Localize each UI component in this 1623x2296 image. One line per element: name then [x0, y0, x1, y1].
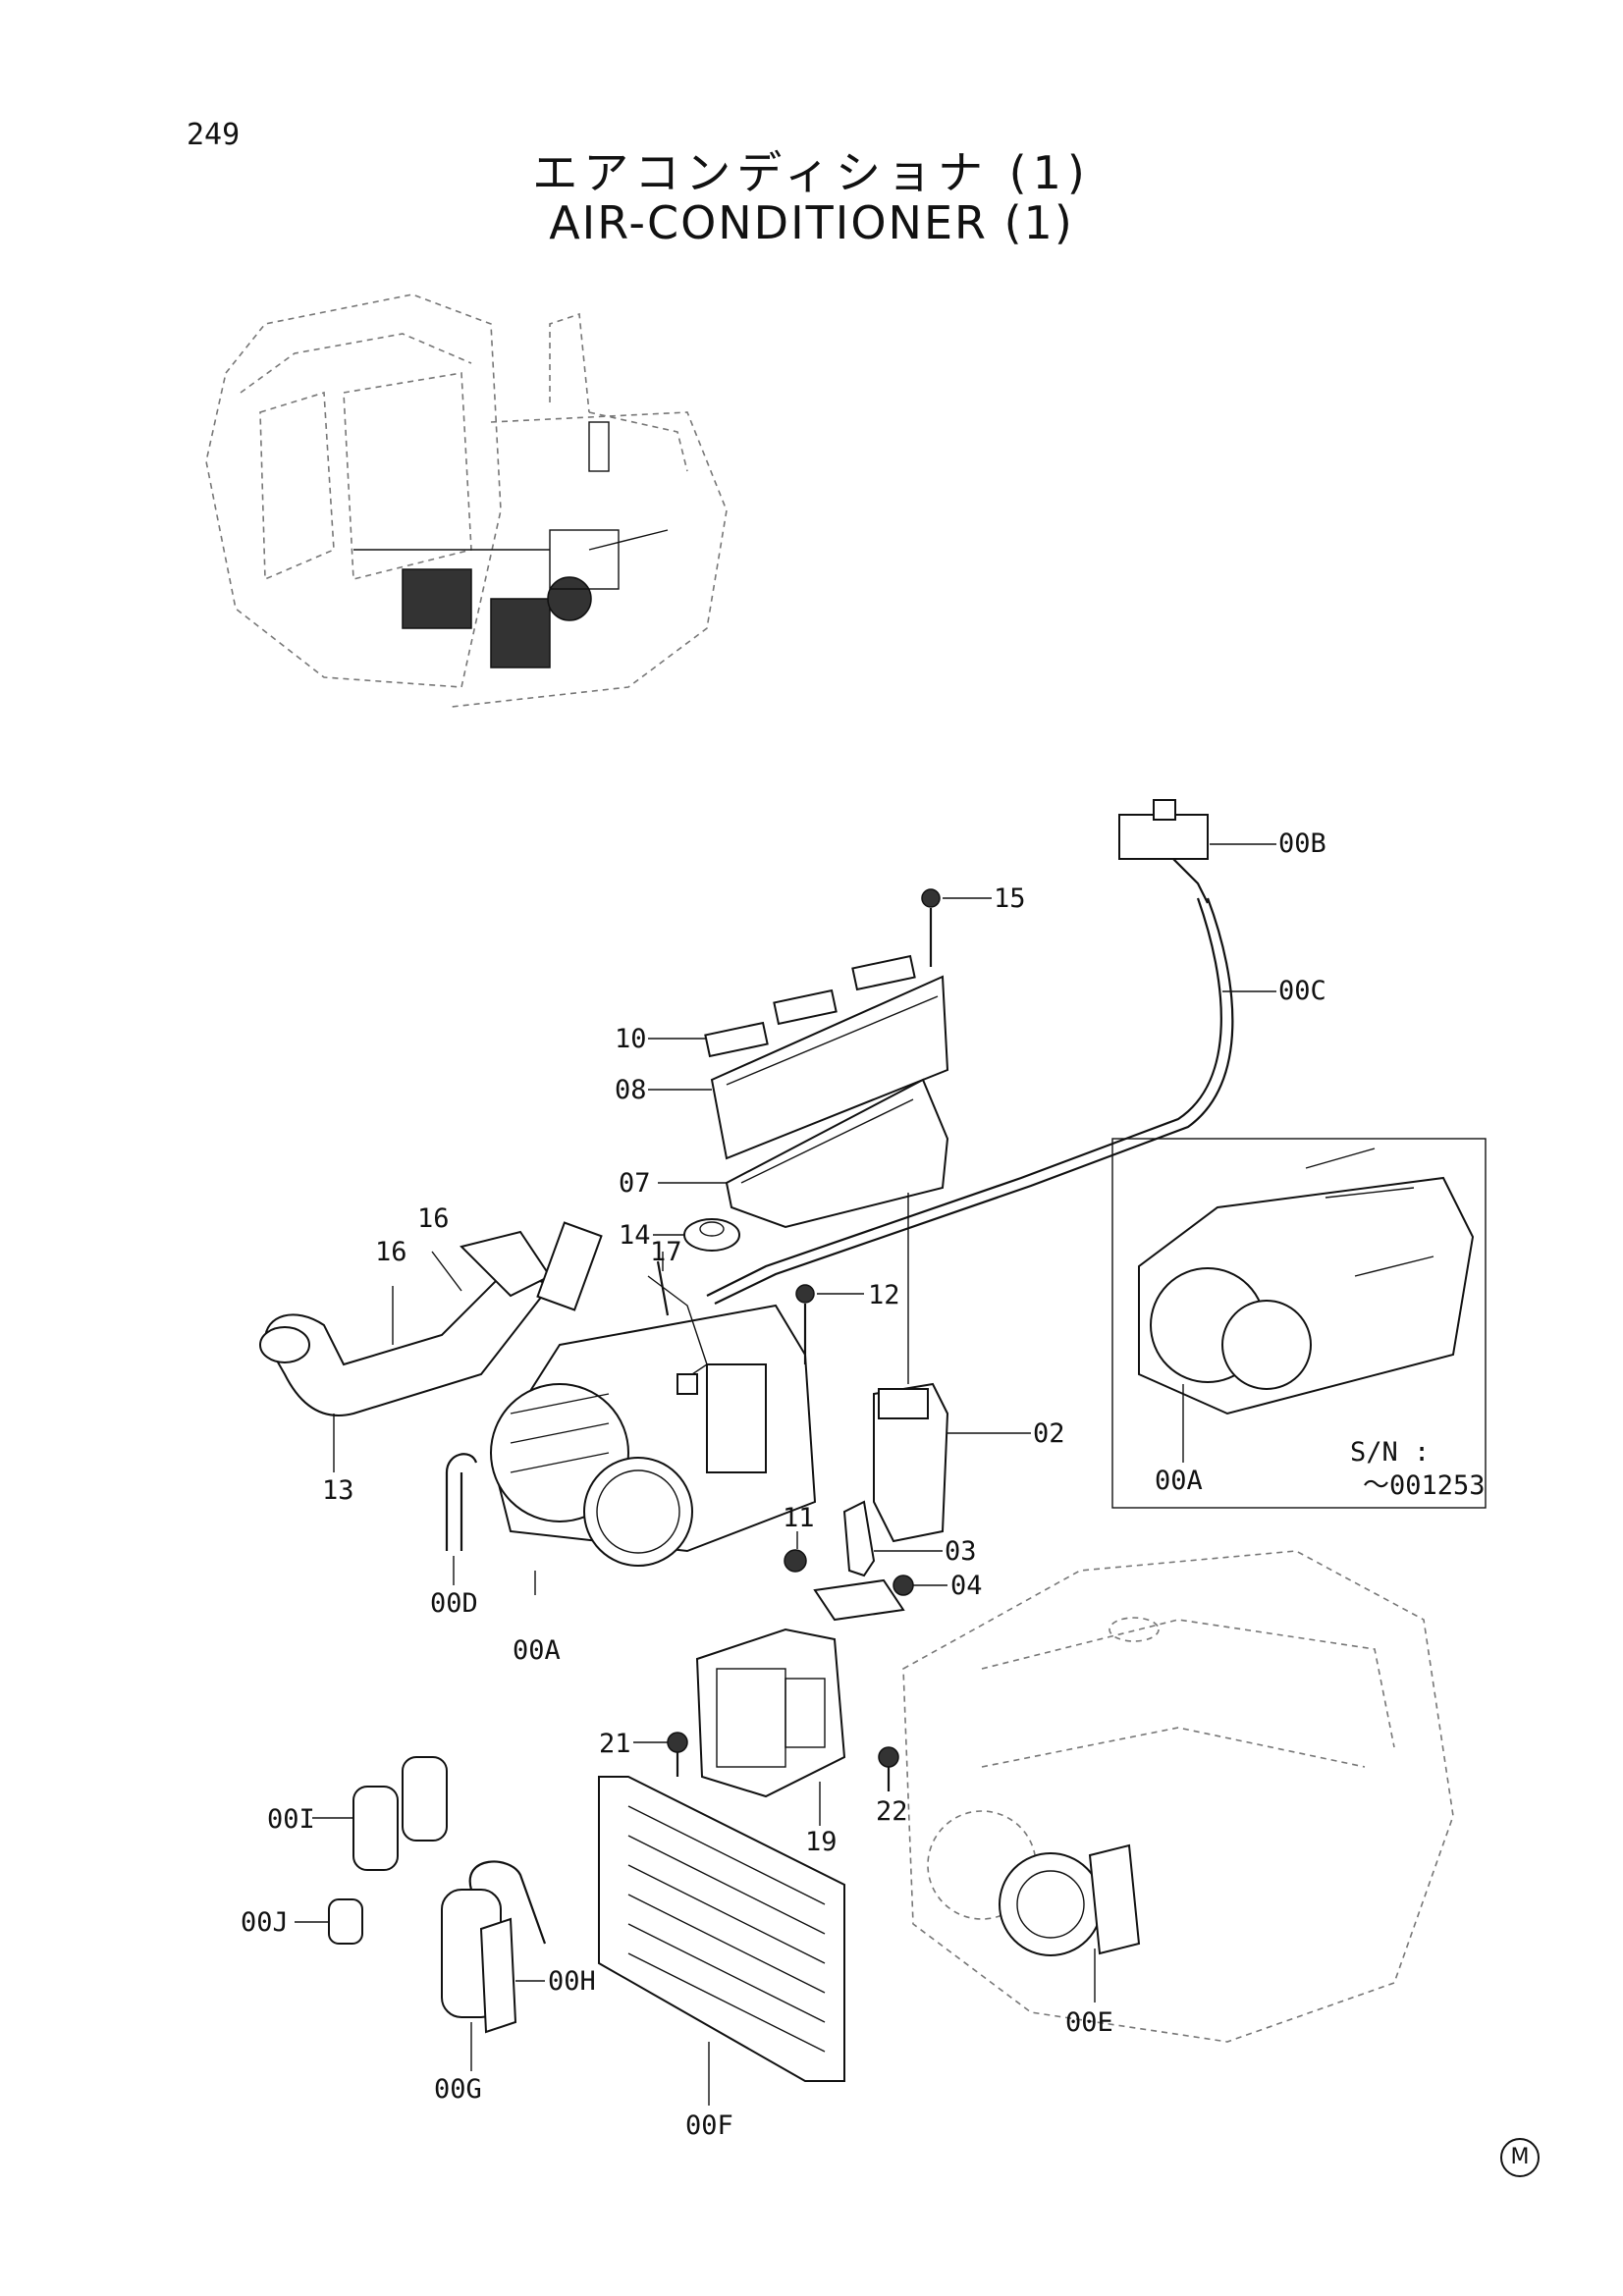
callout-00G: 00G: [434, 2074, 482, 2105]
panel-07: [658, 1078, 949, 1229]
callout-00D: 00D: [430, 1588, 478, 1619]
duct-02: [873, 1193, 1031, 1543]
screw-12: [795, 1284, 864, 1364]
receiver-19: [695, 1628, 846, 1826]
callout-19: 19: [805, 1827, 838, 1857]
callout-11: 11: [783, 1503, 815, 1533]
callout-07: 07: [619, 1168, 651, 1199]
callout-00A-inset: 00A: [1155, 1466, 1203, 1496]
page-number: 249: [187, 118, 241, 152]
screw-21: [633, 1732, 688, 1777]
callout-00B: 00B: [1278, 828, 1326, 859]
condenser-00F: [598, 1776, 845, 2106]
serial-number-range: ～001253: [1363, 1470, 1486, 1501]
switch-00B: [1118, 799, 1276, 904]
callout-00A: 00A: [513, 1635, 561, 1666]
callout-17: 17: [650, 1237, 682, 1267]
callout-22: 22: [876, 1796, 908, 1827]
callout-13: 13: [322, 1475, 354, 1506]
bracket-03: [842, 1500, 943, 1577]
compressor-00E: [999, 1843, 1141, 2002]
grommet-14: [653, 1218, 740, 1252]
callout-15: 15: [994, 883, 1026, 914]
bracket-04: [813, 1575, 947, 1622]
callout-00C: 00C: [1278, 976, 1326, 1006]
engine-outline: [902, 1550, 1454, 2043]
ac-unit-00A: [489, 1275, 817, 1595]
canister-00J: [295, 1898, 363, 1945]
callout-08: 08: [615, 1075, 647, 1105]
screw-15: [921, 888, 992, 967]
panel-08: [648, 975, 949, 1160]
circled-m-mark: M: [1500, 2138, 1540, 2177]
serial-number-label: S/N :: [1350, 1437, 1431, 1468]
callout-00I: 00I: [267, 1804, 315, 1835]
bracket-00H: [479, 1917, 545, 2034]
callout-02: 02: [1033, 1418, 1065, 1449]
screw-11: [784, 1531, 807, 1573]
callout-16-upper: 16: [417, 1203, 450, 1234]
title-english: AIR-CONDITIONER (1): [549, 196, 1074, 249]
louvers-10: [648, 954, 916, 1058]
wire-clip-17: [656, 1252, 670, 1316]
callout-00H: 00H: [548, 1966, 596, 1997]
duct-13: [259, 1221, 603, 1472]
callout-00J: 00J: [241, 1907, 289, 1938]
callout-00E: 00E: [1065, 2007, 1113, 2038]
screw-22: [878, 1746, 899, 1791]
hose-00D: [445, 1453, 478, 1585]
callout-00F: 00F: [685, 2110, 733, 2141]
callout-14: 14: [619, 1220, 651, 1251]
callout-16-lower: 16: [375, 1237, 407, 1267]
callout-04: 04: [950, 1571, 983, 1601]
canister-00I: [312, 1756, 448, 1871]
callout-21: 21: [599, 1729, 631, 1759]
callout-12: 12: [868, 1280, 900, 1310]
inset-variant: [1111, 1138, 1487, 1509]
cable-00C: [706, 897, 1276, 1305]
excavator-overview: [205, 294, 728, 708]
callout-03: 03: [945, 1536, 977, 1567]
title-japanese: エアコンディショナ (1): [532, 146, 1091, 199]
callout-10: 10: [615, 1024, 647, 1054]
